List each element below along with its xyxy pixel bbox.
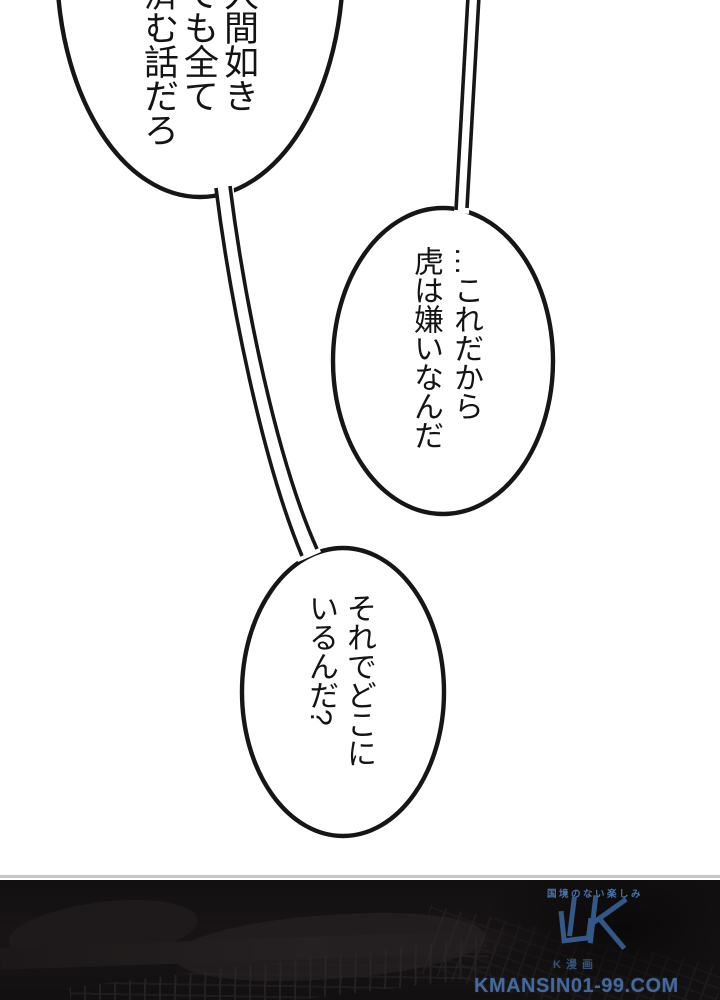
footer-artwork-strip: 国境のない楽しみ K漫画 KMANSIN01-99.COM <box>0 880 720 1000</box>
bubble-tail-left-line-b <box>228 185 319 550</box>
footer-divider <box>0 875 720 878</box>
bubble-tail-top-line-a <box>454 0 470 211</box>
watermark-tagline: 国境のない楽しみ <box>547 889 644 900</box>
footer-art-shade <box>480 880 720 1000</box>
bubble-tail-top-fill <box>454 0 481 214</box>
bubble-tail-top-line-b <box>465 0 481 209</box>
bubble-tail-left-fill <box>214 182 321 562</box>
bubble-tail-left-line-a <box>214 187 304 557</box>
watermark-caption: K漫画 <box>553 959 598 971</box>
kmansin-logo-icon <box>558 895 628 950</box>
watermark-domain: KMANSIN01-99.COM <box>474 975 679 997</box>
speech-bubble-middle-text: …これだから 虎は嫌いなんだ <box>409 246 482 449</box>
speech-bubble-bottom-text: それでどこに いるんだ? <box>304 593 375 767</box>
speech-bubble-top-left-text: 人間如き ても全て 済む話だろ <box>139 0 258 146</box>
